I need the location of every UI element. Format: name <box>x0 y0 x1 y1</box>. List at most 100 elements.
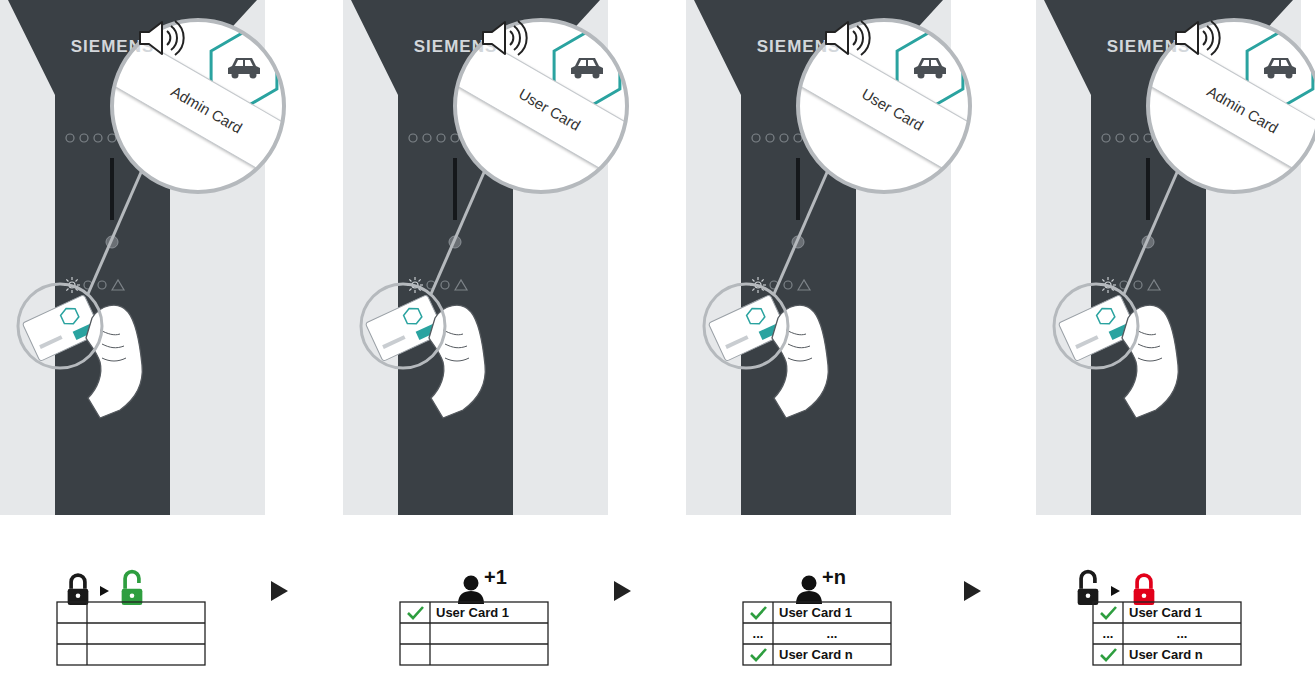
car-icon <box>1264 58 1296 79</box>
sound-waves <box>510 21 527 55</box>
sun-ray <box>1102 279 1104 281</box>
speaker-body <box>826 22 848 54</box>
warning-indicator <box>1148 280 1160 290</box>
card-table <box>400 602 548 665</box>
table-row-line <box>743 622 891 623</box>
lens-rim <box>1148 20 1315 192</box>
sun-ray <box>419 279 421 281</box>
lock-shackle <box>1137 575 1151 589</box>
table-cell: User Card 1 <box>773 602 891 623</box>
hand-fingers <box>100 330 126 361</box>
car-icon <box>914 58 946 79</box>
car-window <box>578 60 596 66</box>
sun-ray <box>420 284 423 285</box>
sun-ray <box>763 284 766 285</box>
table-cell: User Card n <box>1123 644 1241 665</box>
sun-ray <box>71 290 72 293</box>
car-wheel <box>918 72 925 79</box>
leader-line <box>431 170 485 294</box>
car-window <box>235 60 253 66</box>
car-icon <box>571 58 603 79</box>
step-arrow <box>271 581 288 601</box>
speaker-icon <box>826 21 870 55</box>
table-cell: User Card n <box>773 644 891 665</box>
sun-ray <box>77 284 80 285</box>
small-card-stripe <box>1075 335 1098 349</box>
charging-station: SIEMENS <box>686 0 951 515</box>
hand <box>1122 305 1178 418</box>
open-lock-icon <box>1078 572 1099 605</box>
table-column-line <box>772 602 773 665</box>
user-icon <box>458 576 484 605</box>
table-column-line <box>429 602 430 665</box>
sun-ray <box>757 290 758 293</box>
speaker-body <box>1176 22 1198 54</box>
status-indicator <box>752 134 760 142</box>
check-mark <box>751 607 766 618</box>
hand <box>86 305 142 418</box>
leader-line <box>88 170 142 294</box>
table-outline <box>1093 602 1241 665</box>
brand-name: SIEMENS <box>726 37 871 57</box>
hand <box>429 305 485 418</box>
small-lens <box>1054 284 1138 368</box>
user-head <box>464 576 479 591</box>
status-indicator <box>1116 134 1124 142</box>
closed-lock-icon <box>1134 575 1155 605</box>
check-mark <box>1101 607 1116 618</box>
status-indicator <box>423 134 431 142</box>
car-wheel <box>1268 72 1275 79</box>
table-cell: ... <box>1123 623 1241 644</box>
car-body <box>571 58 603 74</box>
table-column-line <box>86 602 87 665</box>
sound-waves <box>853 21 870 55</box>
lock-shackle <box>1081 572 1095 589</box>
status-indicator <box>80 134 88 142</box>
lens-rim <box>798 20 970 192</box>
sun-ray <box>762 279 764 281</box>
table-outline <box>743 602 891 665</box>
leader-line <box>774 170 828 294</box>
sun-ray <box>1107 277 1108 280</box>
card-label: User Card <box>859 85 927 134</box>
sun-ray <box>414 290 415 293</box>
light-bar <box>796 158 800 220</box>
hand-fingers <box>786 330 812 361</box>
table-row-line <box>400 643 548 644</box>
status-indicator <box>794 134 802 142</box>
warning-indicator <box>455 280 467 290</box>
table-cell: User Card 1 <box>430 602 548 623</box>
lens-rim <box>455 20 627 192</box>
brand-name: SIEMENS <box>1076 37 1221 57</box>
closed-lock-icon <box>68 575 89 605</box>
sun-ray <box>1102 289 1104 291</box>
car-wheel <box>575 72 582 79</box>
car-wheel <box>593 72 600 79</box>
sun-ray <box>409 289 411 291</box>
card-table <box>57 602 205 665</box>
sound-waves <box>1203 21 1220 55</box>
car-body <box>1264 58 1296 74</box>
table-row-line <box>400 622 548 623</box>
status-indicator <box>441 281 449 289</box>
small-card-hexagon <box>1095 305 1117 327</box>
lock-keyhole <box>130 593 135 598</box>
table-outline <box>57 602 205 665</box>
table-column-line <box>1122 602 1123 665</box>
charging-station: SIEMENS <box>0 0 265 515</box>
status-indicator <box>1130 134 1138 142</box>
car-icon <box>228 58 260 79</box>
table-cell: ... <box>1093 623 1123 644</box>
sun-ray <box>757 277 758 280</box>
hand-fingers <box>443 330 469 361</box>
card-table <box>743 602 891 665</box>
step-arrow <box>614 581 631 601</box>
small-arrow <box>100 586 109 596</box>
warning-indicator <box>112 280 124 290</box>
small-card-hexagon <box>402 305 424 327</box>
small-card-hexagon <box>59 305 81 327</box>
sun-ray <box>409 279 411 281</box>
